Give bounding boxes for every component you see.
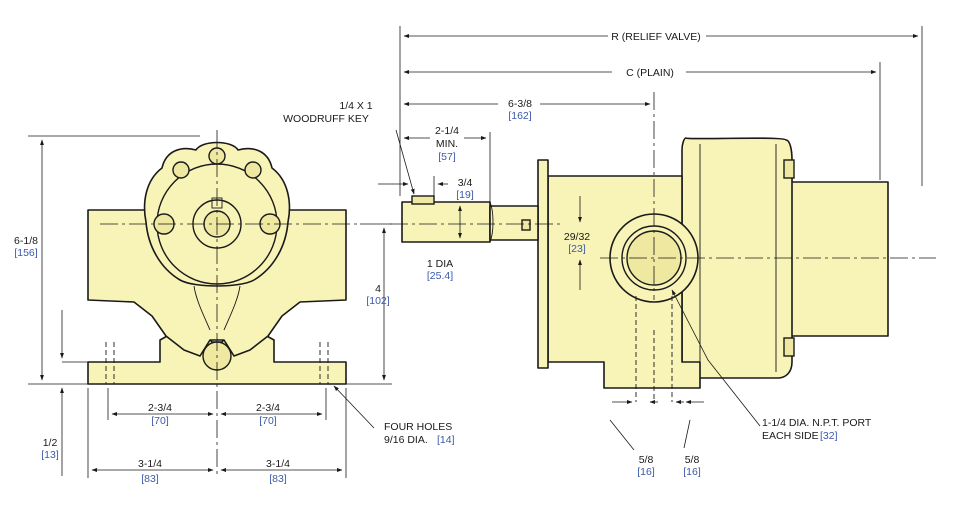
bolt-top-left [172, 161, 190, 179]
side-shaft-neck [489, 205, 539, 241]
dim-shaft-to-port-mm: [162] [508, 110, 531, 122]
side-dimensions [378, 26, 923, 451]
bolt-top-right [244, 161, 262, 179]
dim-port-right: 5/8 [685, 454, 700, 466]
callout-four-holes-mm: [14] [437, 434, 455, 446]
dim-shaft-min-mm: [57] [438, 151, 456, 163]
side-shaft-main [401, 201, 491, 243]
callout-woodruff-line2: WOODRUFF KEY [283, 113, 369, 125]
callout-port-mm: [32] [820, 430, 838, 442]
dim-base-thickness: 1/2 [43, 437, 58, 449]
side-view [390, 92, 936, 402]
dim-key-length-mm: [19] [456, 189, 474, 201]
dim-hole-spacing-right-mm: [70] [259, 415, 277, 427]
dim-overall-height-mm: [156] [14, 247, 37, 259]
dim-port-offset-mm: [23] [568, 243, 586, 255]
dim-base-half-right: 3-1/4 [266, 458, 290, 470]
dim-shaft-dia-mm: [25.4] [427, 270, 453, 282]
callout-port-line2: EACH SIDE [762, 430, 819, 442]
callout-woodruff-line1: 1/4 X 1 [339, 100, 372, 112]
dim-shaft-min-line2: MIN. [436, 138, 458, 150]
dim-port-left: 5/8 [639, 454, 654, 466]
side-rear-housing [779, 181, 889, 337]
label-relief-valve: R (RELIEF VALVE) [611, 31, 700, 43]
dim-base-thickness-mm: [13] [41, 449, 59, 461]
side-key [411, 195, 435, 205]
dim-shaft-to-port: 6-3/8 [508, 98, 532, 110]
dim-hole-spacing-right: 2-3/4 [256, 402, 280, 414]
front-dimensions [28, 135, 392, 478]
dim-base-half-left-mm: [83] [141, 473, 159, 485]
callout-port-line1: 1-1/4 DIA. N.P.T. PORT [762, 417, 872, 429]
dim-overall-height: 6-1/8 [14, 235, 38, 247]
front-view [87, 130, 360, 478]
dim-hole-spacing-left: 2-3/4 [148, 402, 172, 414]
dim-hole-spacing-left-mm: [70] [151, 415, 169, 427]
dim-shaft-height-mm: [102] [366, 295, 389, 307]
callout-four-holes-line2: 9/16 DIA. [384, 434, 428, 446]
side-cover [681, 137, 793, 379]
dim-shaft-height: 4 [375, 283, 381, 295]
label-plain: C (PLAIN) [626, 67, 674, 79]
callout-four-holes-line1: FOUR HOLES [384, 421, 452, 433]
side-flange [537, 159, 549, 369]
dim-base-half-right-mm: [83] [269, 473, 287, 485]
dim-base-half-left: 3-1/4 [138, 458, 162, 470]
dim-port-left-mm: [16] [637, 466, 655, 478]
dim-port-right-mm: [16] [683, 466, 701, 478]
dim-shaft-dia: 1 DIA [427, 258, 453, 270]
dim-shaft-min-line1: 2-1/4 [435, 125, 459, 137]
dim-port-offset: 29/32 [564, 231, 590, 243]
dim-key-length: 3/4 [458, 177, 473, 189]
